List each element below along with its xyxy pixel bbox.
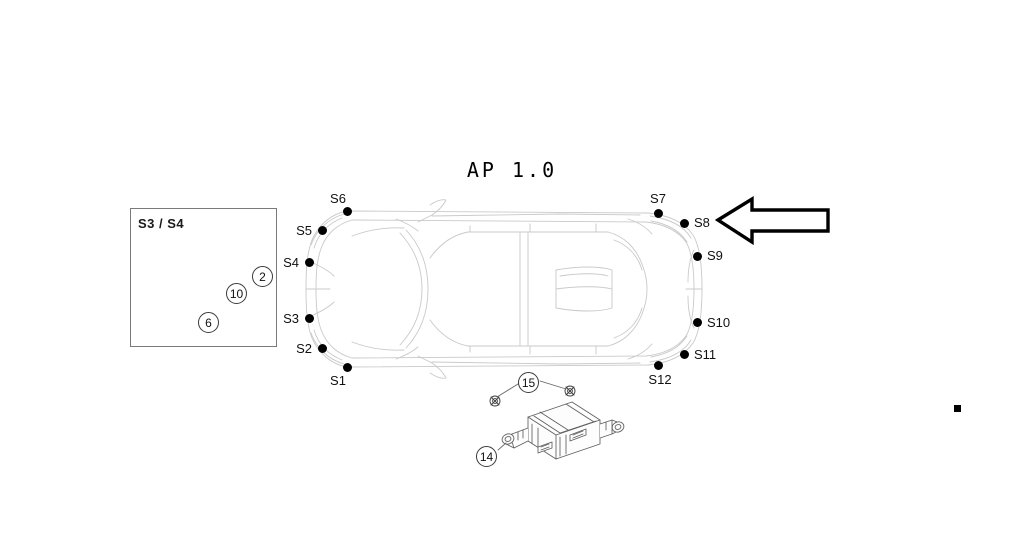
sensor-label-s7: S7 — [650, 191, 666, 206]
sensor-label-s8: S8 — [694, 215, 710, 230]
sensor-label-s12: S12 — [648, 372, 672, 387]
sensor-dot-s4[interactable] — [305, 258, 314, 267]
stray-marker-dot — [954, 405, 961, 412]
sensor-dot-s1[interactable] — [343, 363, 352, 372]
page-title: AP 1.0 — [466, 158, 558, 182]
sensor-dot-s2[interactable] — [318, 344, 327, 353]
sensor-label-s5: S5 — [296, 223, 312, 238]
inset-panel-title: S3 / S4 — [138, 216, 185, 231]
callout-part-14[interactable]: 14 — [476, 446, 497, 467]
sensor-label-s4: S4 — [283, 255, 299, 270]
sensor-dot-s3[interactable] — [305, 314, 314, 323]
sensor-dot-s6[interactable] — [343, 207, 352, 216]
sensor-dot-s9[interactable] — [693, 252, 702, 261]
callout-part-15[interactable]: 15 — [518, 372, 539, 393]
sensor-dot-s12[interactable] — [654, 361, 663, 370]
sensor-label-s11: S11 — [694, 347, 717, 362]
callout-part-2[interactable]: 2 — [252, 266, 273, 287]
sensor-dot-s5[interactable] — [318, 226, 327, 235]
vehicle-outline — [305, 199, 703, 379]
sensor-label-s6: S6 — [330, 191, 346, 206]
sensor-dot-s10[interactable] — [693, 318, 702, 327]
annotation-arrow — [714, 195, 830, 246]
sensor-dot-s7[interactable] — [654, 209, 663, 218]
sensor-dot-s8[interactable] — [680, 219, 689, 228]
callout-part-10[interactable]: 10 — [226, 283, 247, 304]
sensor-label-s10: S10 — [707, 315, 731, 330]
sensor-label-s1: S1 — [330, 373, 346, 388]
callout-part-6[interactable]: 6 — [198, 312, 219, 333]
control-module-drawing — [497, 401, 626, 460]
sensor-label-s3: S3 — [283, 311, 299, 326]
sensor-dot-s11[interactable] — [680, 350, 689, 359]
sensor-label-s2: S2 — [296, 341, 312, 356]
sensor-label-s9: S9 — [707, 248, 723, 263]
